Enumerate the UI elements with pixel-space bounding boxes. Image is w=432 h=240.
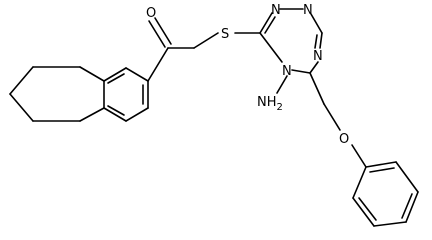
bond-ar-inner-2 [107, 105, 125, 116]
bond-tz-c4-n3 [291, 69, 311, 74]
bond-ph-4 [373, 221, 407, 227]
bond-ph-inner-1 [369, 167, 395, 173]
bond-tz-c5-n4-inner [314, 34, 318, 49]
keto-linker [147, 17, 261, 82]
bond-sat-6 [79, 107, 105, 122]
bond-ar-3 [125, 107, 149, 122]
triazole-ring [259, 8, 323, 74]
bond-ph-6 [352, 166, 367, 199]
bond-n-nh2 [276, 75, 288, 94]
atom-labels: O S N N N N NH2 O [146, 3, 349, 147]
bond-ph-inner-2 [401, 193, 413, 219]
bond-carbonyl-o-2 [154, 17, 172, 45]
atom-amino-group: NH2 [257, 95, 283, 113]
amino-main: NH [257, 95, 277, 110]
bond-sat-1 [79, 66, 105, 82]
atom-triazole-n-bottom: N [282, 64, 292, 79]
tetralin-group [9, 66, 149, 122]
bond-sat-3 [9, 66, 34, 95]
bond-o-phenyl [351, 144, 367, 168]
bond-tz-c5-n4 [319, 32, 323, 49]
atom-triazole-n-top-right: N [303, 3, 313, 18]
atom-carbonyl-oxygen: O [146, 6, 156, 21]
bond-ar-4 [103, 107, 127, 122]
bond-ch2-o [323, 103, 341, 131]
amino-subscript: 2 [277, 102, 283, 113]
bond-tz-c3-n2 [259, 12, 273, 34]
bond-ph-1 [365, 161, 397, 168]
bond-ar-1 [125, 67, 149, 82]
bond-carbonyl-o-1 [148, 20, 166, 48]
bond-tz-n1-c5 [310, 13, 323, 34]
phenoxymethyl-group [309, 72, 419, 227]
bond-ch2-s [193, 32, 219, 49]
bond-tz-n3-c3 [259, 32, 283, 63]
bond-ph-2 [395, 161, 419, 193]
bond-ph-inner-3 [358, 197, 377, 221]
atom-triazole-n-right: N [313, 49, 323, 64]
atom-ether-oxygen: O [339, 132, 349, 147]
bond-aryl-carbonyl [147, 47, 169, 82]
bond-ph-3 [405, 191, 419, 223]
bond-ph-5 [352, 197, 375, 227]
atom-sulfur: S [221, 27, 229, 42]
bond-c4-ch2 [309, 72, 325, 105]
bond-ar-inner-3 [107, 73, 125, 84]
bond-tz-c3-n2-inner [264, 16, 276, 34]
bond-sat-4 [9, 93, 34, 122]
bond-tz-n4-c4 [309, 61, 319, 74]
bond-ar-6 [103, 67, 127, 82]
atom-triazole-n-top-left: N [271, 3, 281, 18]
